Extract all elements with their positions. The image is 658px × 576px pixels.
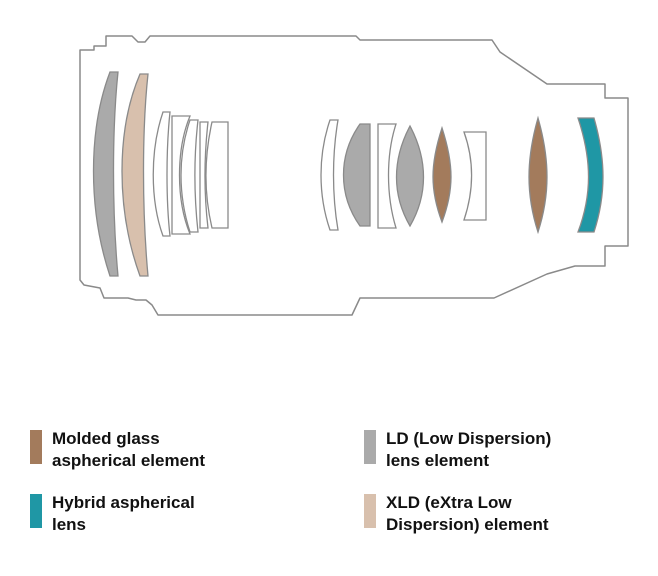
legend-item-xld: XLD (eXtra Low Dispersion) element [364, 492, 549, 536]
ld-element-middle-2 [395, 124, 425, 228]
xld-swatch [364, 494, 376, 528]
lens-construction-diagram [79, 35, 629, 316]
legend-item-ld: LD (Low Dispersion) lens element [364, 428, 551, 472]
front-group-elements [152, 111, 487, 237]
ld-element-front [92, 71, 119, 277]
xld-element-front [121, 73, 149, 277]
ld-swatch [364, 430, 376, 464]
legend-label-xld: XLD (eXtra Low Dispersion) element [386, 493, 549, 534]
hybrid-aspherical-element [577, 117, 604, 233]
barrel-outline [79, 35, 629, 316]
legend-label-ld: LD (Low Dispersion) lens element [386, 429, 552, 470]
molded-swatch [30, 430, 42, 464]
ld-element-middle-1 [342, 123, 371, 227]
legend-item-hybrid: Hybrid aspherical lens [30, 492, 195, 536]
legend-label-molded: Molded glass aspherical element [52, 429, 206, 470]
molded-aspherical-element-1 [432, 125, 452, 224]
hybrid-swatch [30, 494, 42, 528]
legend-label-hybrid: Hybrid aspherical lens [52, 493, 195, 534]
molded-aspherical-element-2 [528, 115, 548, 235]
legend-item-molded: Molded glass aspherical element [30, 428, 205, 472]
